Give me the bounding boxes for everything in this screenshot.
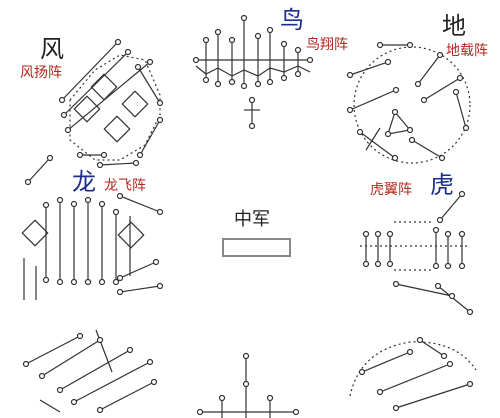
bottom-left-formation	[22, 329, 158, 414]
niao-formation	[192, 14, 314, 130]
long-char: 龙	[72, 168, 96, 196]
bottom-center-formation	[196, 352, 300, 418]
di-formation	[346, 41, 471, 164]
center-army-label: 中军	[234, 209, 270, 230]
niao-formation-name: 鸟翔阵	[306, 37, 348, 53]
feng-char: 风	[40, 35, 64, 63]
niao-char: 鸟	[280, 6, 304, 34]
long-formation-name: 龙飞阵	[104, 178, 146, 194]
di-char: 地	[442, 12, 466, 40]
hu-char: 虎	[430, 171, 454, 199]
hu-formation	[360, 190, 474, 316]
di-formation-name: 地载阵	[446, 43, 488, 59]
feng-formation-name: 风扬阵	[20, 65, 62, 81]
feng-formation	[58, 38, 164, 169]
long-formation	[21, 154, 164, 300]
bottom-right-formation	[349, 336, 477, 412]
hu-formation-name: 虎翼阵	[370, 182, 412, 198]
center-army-box	[222, 238, 291, 257]
